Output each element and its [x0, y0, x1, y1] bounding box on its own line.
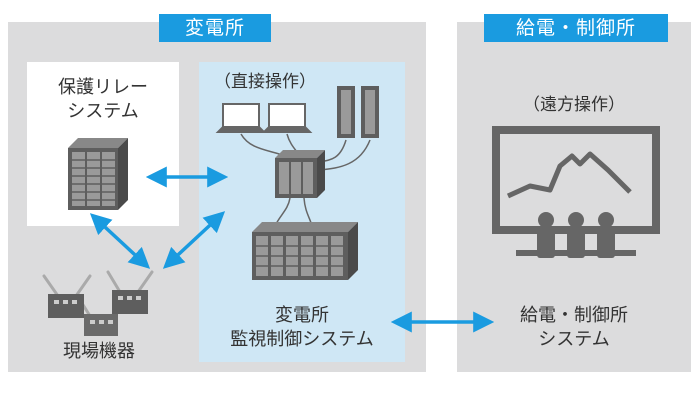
server-rack-icon	[275, 150, 325, 198]
monitoring-label-1: 変電所	[275, 305, 329, 326]
field-equipment-icon	[42, 270, 154, 336]
direct-operation-label: （直接操作）	[214, 72, 316, 92]
monitoring-label-2: 監視制御システム	[230, 329, 374, 350]
tower-server-icon	[337, 86, 379, 138]
operators-icon	[516, 212, 636, 258]
protection-relay-label-1: 保護リレー	[58, 77, 148, 98]
double-arrow-icon	[89, 166, 495, 333]
laptop-icon	[215, 103, 313, 133]
server-bank-icon	[252, 222, 358, 280]
field-equipment-label: 現場機器	[63, 341, 135, 362]
server-rack-icon	[68, 138, 128, 210]
dispatch-system-label-2: システム	[538, 329, 610, 350]
protection-relay-label-2: システム	[67, 101, 139, 122]
dispatch-system-label-1: 給電・制御所	[520, 305, 628, 326]
dispatch-badge: 給電・制御所	[484, 14, 668, 42]
substation-badge: 変電所	[159, 14, 271, 42]
remote-operation-label: （遠方操作）	[523, 95, 625, 115]
